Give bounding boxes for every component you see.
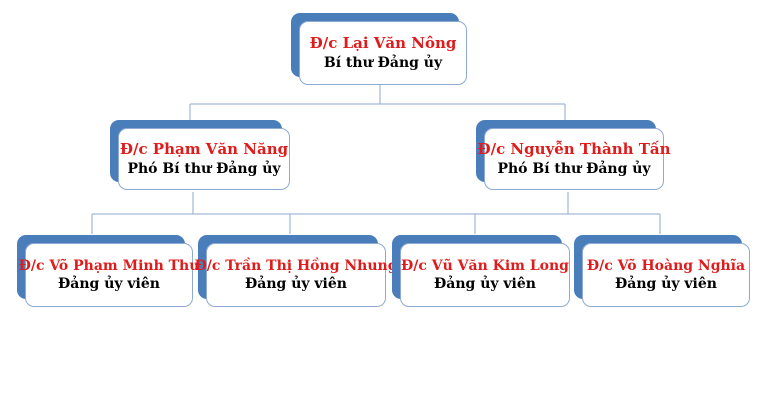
node-name: Đ/c Lại Văn Nông — [309, 34, 457, 53]
node-name: Đ/c Vũ Văn Kim Long — [401, 257, 569, 274]
node-role: Đảng ủy viên — [245, 276, 347, 292]
node-role: Phó Bí thư Đảng ủy — [497, 160, 651, 177]
node-name: Đ/c Trần Thị Hồng Nhung — [194, 257, 398, 274]
node-role: Đảng ủy viên — [615, 276, 717, 292]
node-name: Đ/c Nguyễn Thành Tấn — [477, 140, 671, 159]
node-role: Bí thư Đảng ủy — [323, 54, 443, 71]
node-name: Đ/c Võ Phạm Minh Thư — [18, 257, 200, 274]
node-role: Đảng ủy viên — [58, 276, 160, 292]
node-name: Đ/c Phạm Văn Năng — [119, 140, 289, 159]
node-role: Đảng ủy viên — [434, 276, 536, 292]
node-role: Phó Bí thư Đảng ủy — [127, 160, 281, 177]
node-name: Đ/c Võ Hoàng Nghĩa — [586, 257, 746, 274]
